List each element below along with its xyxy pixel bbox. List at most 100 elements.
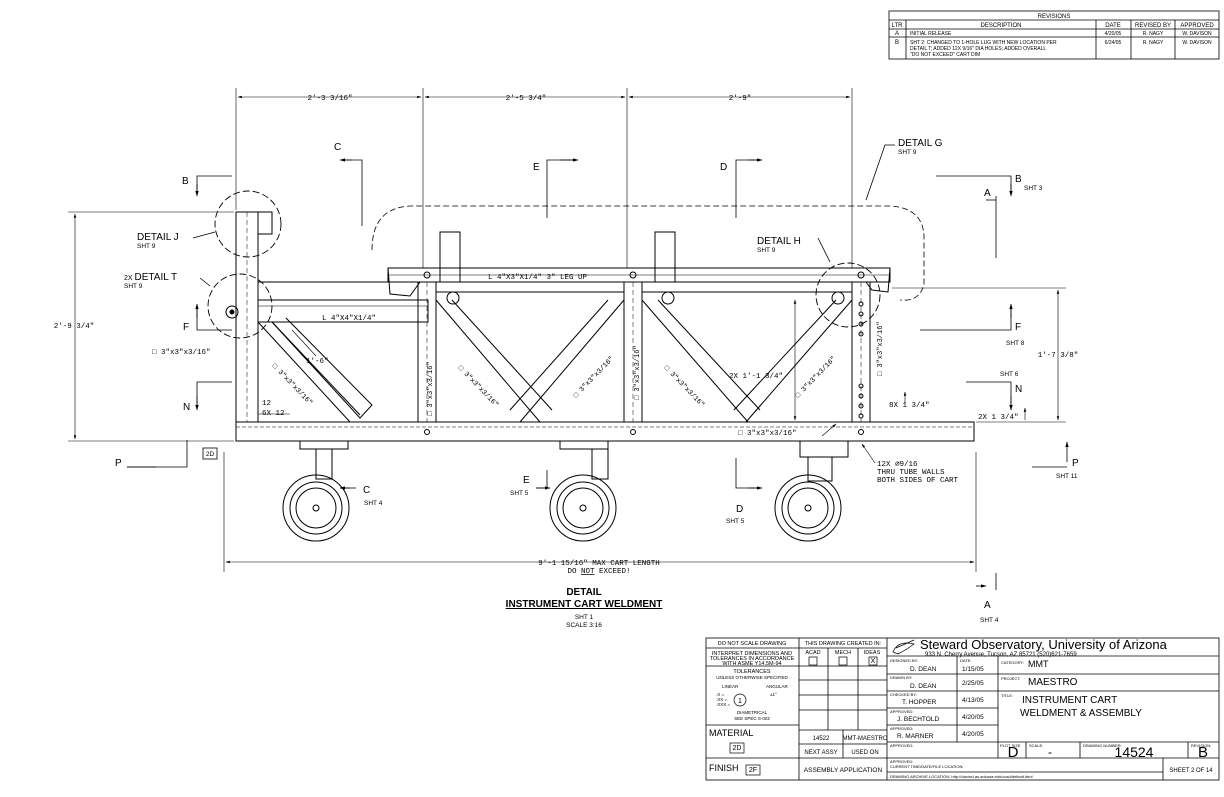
section-e-top: E <box>533 162 540 173</box>
tb-current-time-lbl: CURRENT TIME/DATE/FILE LOCATION: <box>890 764 964 769</box>
dim-twelve: 12 <box>262 400 271 408</box>
casters <box>282 440 849 542</box>
label-holes-note-3: BOTH SIDES OF CART <box>877 477 959 485</box>
rev-row-a-ltr: A <box>895 31 899 37</box>
section-cut-markers <box>127 144 1069 590</box>
svg-text:2D: 2D <box>206 451 215 458</box>
tb-archive: DRAWING ARCHIVE LOCATION: http://davinci… <box>890 774 1033 779</box>
tb-checked: T. HOPPER <box>902 699 937 706</box>
tb-linear: LINEAR <box>722 684 739 689</box>
callout-detail-g-sheet: SHT 9 <box>898 149 917 156</box>
tb-designed-lbl: DESIGNED BY: <box>890 658 918 663</box>
revisions-title: REVISIONS <box>1038 14 1071 20</box>
rev-row-b-approved: W. DAVISON <box>1182 40 1212 46</box>
dim-angle-length: 1'-6" <box>306 358 329 366</box>
callout-detail-h: DETAIL H <box>757 236 801 247</box>
dim-top-1: 2'-3 3/16" <box>307 95 352 103</box>
section-b-right: B <box>1015 174 1022 185</box>
callout-detail-t: 2X DETAIL T <box>124 272 177 283</box>
tb-checked-date: 4/13/05 <box>962 697 984 704</box>
tb-project: MAESTRO <box>1028 677 1078 688</box>
tb-drawn: D. DEAN <box>910 683 937 690</box>
tb-approved4-lbl: APPROVED: <box>890 759 913 764</box>
callout-detail-j-sheet: SHT 9 <box>137 243 156 250</box>
tb-mech: MECH <box>835 650 851 656</box>
section-a-bottom: A <box>984 600 991 611</box>
rev-row-b-desc-1: SHT 2: CHANGED TO 1-HOLE LUG WITH NEW LO… <box>910 40 1057 46</box>
section-d-bottom-sheet: SHT 5 <box>726 518 745 525</box>
tb-spec: SEE SPEC S-002 <box>734 716 770 721</box>
section-c-bottom-sheet: SHT 4 <box>364 500 383 507</box>
section-d-bottom: D <box>736 504 743 515</box>
tb-approved2: R. MARNER <box>897 733 934 740</box>
label-angle-mid: L 4"X4"X1/4" <box>322 315 376 323</box>
rev-header-ltr: LTR <box>892 23 904 29</box>
dim-right-height: 1'-7 3/8" <box>1038 352 1079 360</box>
tb-tol-circle <box>733 693 747 707</box>
tb-drawing-number-lbl: DRAWING NUMBER: <box>1083 743 1122 748</box>
dim-do-not-exceed: DO NOT EXCEED! <box>567 568 630 576</box>
rev-header-approved: APPROVED <box>1180 23 1214 29</box>
section-a-top: A <box>984 188 991 199</box>
rev-row-b-desc-2: DETAIL T; ADDED 12X 9/16" DIA HOLES; ADD… <box>910 46 1046 52</box>
section-f-right-sheet: SHT 8 <box>1006 340 1025 347</box>
tb-angular: ANGULAR <box>766 684 789 689</box>
tb-tolerances: TOLERANCES <box>733 669 771 675</box>
tb-sheet: SHEET 2 OF 14 <box>1169 768 1213 774</box>
label-post-1: □ 3"x3"x3/16" <box>427 361 435 416</box>
label-brace-4: □ 3"x3"x3/16" <box>662 365 706 410</box>
detail-circles <box>207 190 881 339</box>
dim-center-height: 2X 1'-1 3/4" <box>729 373 783 381</box>
tb-org: Steward Observatory, University of Arizo… <box>920 637 1168 652</box>
tb-revision: B <box>1198 744 1208 761</box>
tb-ideas-box <box>868 656 878 666</box>
tb-designed-date: 1/15/05 <box>962 666 984 673</box>
section-d-top: D <box>720 162 727 173</box>
tb-ideas: IDEAS <box>864 650 881 656</box>
dim-holes-8x: 8X 1 3/4" <box>889 402 930 410</box>
tb-drawing-created: THIS DRAWING CREATED IN: <box>805 641 882 647</box>
section-e-bottom-sheet: SHT 5 <box>510 490 529 497</box>
tb-do-not-scale: DO NOT SCALE DRAWING <box>718 641 787 647</box>
tb-designed-date-lbl: DATE: <box>960 658 971 663</box>
section-p-right-sheet: SHT 11 <box>1056 473 1078 480</box>
rev-row-b-desc-3: "DO NOT EXCEED" CART DIM <box>910 52 980 58</box>
dim-holes-2x: 2X 1 3/4" <box>978 414 1019 422</box>
rev-row-a-desc: INITIAL RELEASE <box>910 31 952 37</box>
label-angle-top: L 4"X3"X1/4" 3" LEG UP <box>488 274 588 282</box>
tb-material-label: MATERIAL <box>709 728 753 738</box>
tb-ideas-mark: X <box>871 658 876 665</box>
tb-designed: D. DEAN <box>910 666 937 673</box>
tag-2d: 2D <box>202 447 218 460</box>
dim-top-3: 2'-9" <box>729 95 752 103</box>
section-f-right: F <box>1015 322 1021 333</box>
label-brace-3: □ 3"x3"x3/16" <box>572 355 616 400</box>
tb-revision-lbl: REVISION: <box>1191 743 1211 748</box>
label-post-2: □ 3"x3"x3/16" <box>634 345 642 400</box>
label-brace-1: □ 3"x3"x3/16" <box>270 363 314 408</box>
tb-next-assy: NEXT ASSY <box>804 750 837 756</box>
tb-mech-box <box>838 656 848 666</box>
tb-approved3-lbl: APPROVED: <box>890 743 913 748</box>
observatory-logo <box>892 639 915 655</box>
dim-left-height: 2'-9 3/4" <box>54 323 95 331</box>
rev-row-b-revised: R. NAGY <box>1143 40 1164 46</box>
label-tube-left: □ 3"x3"x3/16" <box>152 349 211 357</box>
section-p-left: P <box>115 458 122 469</box>
tb-assembly-application: ASSEMBLY APPLICATION <box>804 767 883 774</box>
tb-title-lbl: TITLE: <box>1001 693 1013 698</box>
tb-tol-x: .X = <box>716 692 725 697</box>
section-c-bottom: C <box>363 485 370 496</box>
label-tube-bottom: □ 3"x3"x3/16" <box>738 430 797 438</box>
section-e-bottom: E <box>523 475 530 486</box>
rev-header-desc: DESCRIPTION <box>980 23 1021 29</box>
tb-approved1-lbl: APPROVED: <box>890 709 913 714</box>
section-b-right-sheet: SHT 3 <box>1024 185 1043 192</box>
tb-diametrical: DIAMETRICAL <box>737 710 768 715</box>
tb-approved2-lbl: APPROVED: <box>890 726 913 731</box>
rev-header-revised: REVISED BY <box>1135 23 1171 29</box>
tb-angular-val: ±1° <box>770 692 777 697</box>
tb-interpret-1: INTERPRET DIMENSIONS AND <box>712 651 792 657</box>
rev-header-date: DATE <box>1105 23 1121 29</box>
section-c-top: C <box>334 142 341 153</box>
